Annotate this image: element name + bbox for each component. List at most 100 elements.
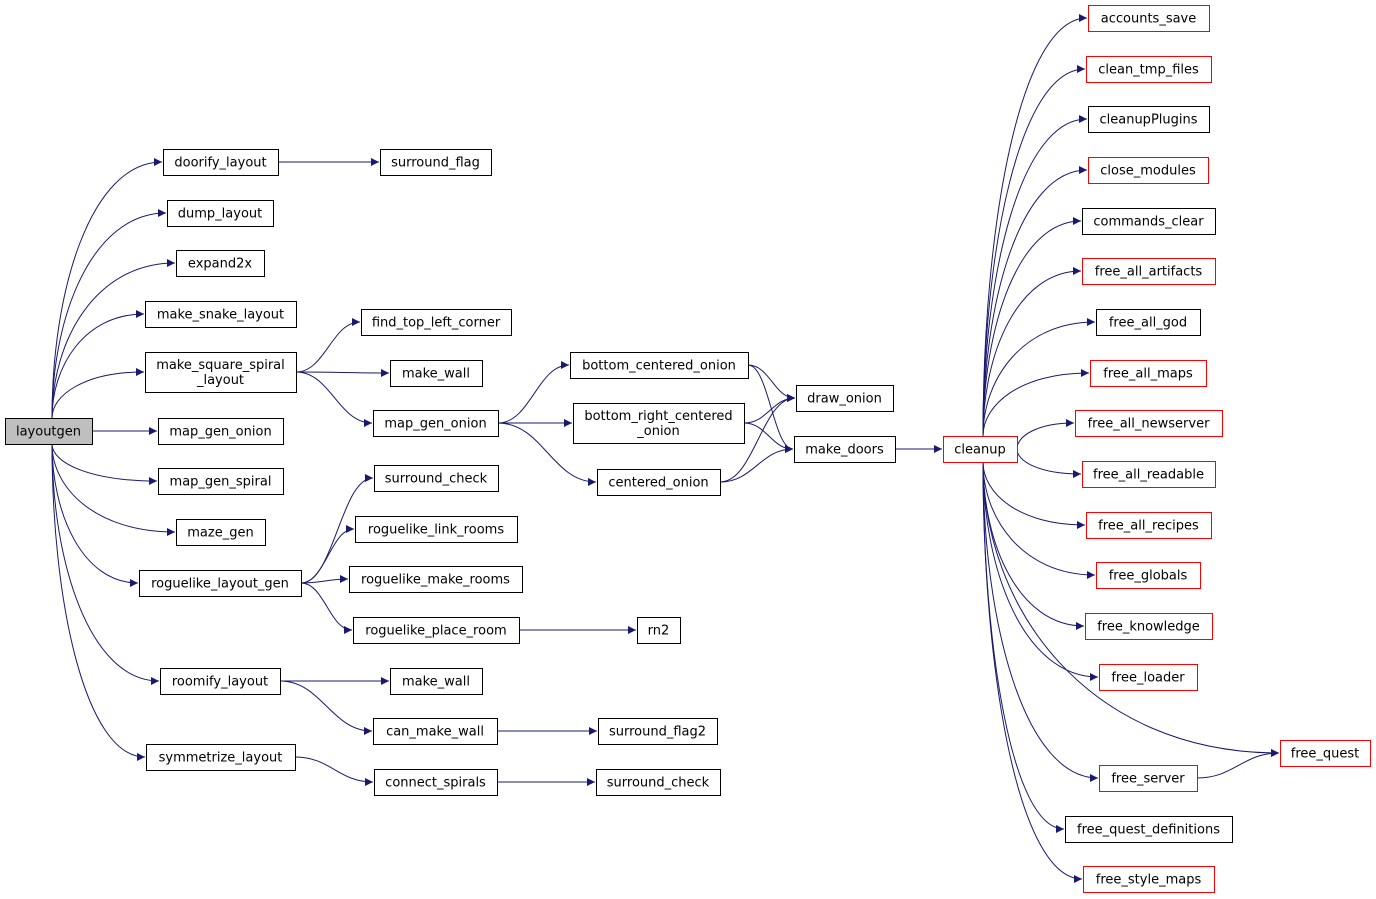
edge-make-square-spiral-layout-to-find-top-left-corner — [295, 318, 361, 373]
node-map-gen-spiral[interactable]: map_gen_spiral — [158, 468, 284, 495]
node-label: make_wall — [402, 675, 470, 690]
node-box — [1086, 512, 1212, 539]
node-label: draw_onion — [807, 392, 882, 407]
node-centered-onion[interactable]: centered_onion — [597, 469, 721, 496]
node-box — [349, 566, 523, 593]
node-roguelike-place-room[interactable]: roguelike_place_room — [353, 617, 520, 644]
node-close-modules[interactable]: close_modules — [1088, 157, 1209, 184]
node-label: roguelike_place_room — [365, 624, 506, 639]
node-commands-clear[interactable]: commands_clear — [1082, 208, 1216, 235]
node-label: map_gen_onion — [169, 425, 271, 440]
node-free-all-god[interactable]: free_all_god — [1096, 309, 1201, 336]
node-surround-flag[interactable]: surround_flag — [380, 149, 492, 176]
node-free-all-readable[interactable]: free_all_readable — [1082, 461, 1216, 488]
node-label: rn2 — [648, 624, 670, 639]
node-cleanup[interactable]: cleanup — [943, 436, 1018, 463]
node-bottom-centered-onion[interactable]: bottom_centered_onion — [570, 352, 749, 379]
node-box — [373, 718, 498, 745]
node-label: accounts_save — [1101, 12, 1197, 27]
node-connect-spirals[interactable]: connect_spirals — [374, 769, 498, 796]
node-free-quest[interactable]: free_quest — [1280, 740, 1371, 767]
node-make-square-spiral-layout[interactable]: make_square_spiral_layout — [145, 352, 297, 393]
node-box — [380, 149, 492, 176]
node-layoutgen[interactable]: layoutgen — [5, 418, 93, 445]
edge-roguelike-layout-gen-to-roguelike-place-room — [300, 582, 353, 634]
node-free-loader[interactable]: free_loader — [1099, 664, 1198, 691]
node-box — [163, 149, 279, 176]
edge-cleanup-to-free-all-god — [982, 318, 1096, 437]
node-box — [796, 385, 894, 412]
node-free-all-artifacts[interactable]: free_all_artifacts — [1082, 258, 1216, 285]
node-roguelike-layout-gen[interactable]: roguelike_layout_gen — [139, 570, 302, 597]
node-map-gen-onion[interactable]: map_gen_onion — [158, 418, 284, 445]
node-roguelike-link-rooms[interactable]: roguelike_link_rooms — [355, 516, 518, 543]
node-symmetrize-layout[interactable]: symmetrize_layout — [146, 744, 296, 771]
node-maze-gen[interactable]: maze_gen — [176, 519, 266, 546]
node-box — [1086, 56, 1212, 83]
node-roguelike-make-rooms[interactable]: roguelike_make_rooms — [349, 566, 523, 593]
node-box — [145, 352, 297, 393]
node-box — [1096, 562, 1201, 589]
node-make-doors[interactable]: make_doors — [794, 436, 896, 463]
edge-layoutgen-to-make-square-spiral-layout — [51, 368, 145, 419]
edge-roguelike-layout-gen-to-roguelike-make-rooms — [300, 575, 349, 584]
node-box — [1088, 157, 1209, 184]
node-free-quest-definitions[interactable]: free_quest_definitions — [1065, 816, 1233, 843]
node-label: cleanup — [954, 443, 1005, 458]
node-box — [573, 403, 745, 444]
node-surround-check-1[interactable]: surround_check — [374, 465, 499, 492]
edge-map-gen-onion-2-to-bottom-centered-onion — [497, 361, 570, 424]
node-label: free_all_readable — [1093, 468, 1204, 483]
node-free-server[interactable]: free_server — [1099, 765, 1198, 792]
edge-cleanup-to-free-quest-definitions — [982, 461, 1065, 833]
node-label: surround_flag2 — [609, 725, 706, 740]
node-find-top-left-corner[interactable]: find_top_left_corner — [361, 309, 512, 336]
node-rn2[interactable]: rn2 — [637, 617, 681, 644]
node-box — [1085, 613, 1213, 640]
node-label: expand2x — [188, 257, 252, 272]
node-free-all-recipes[interactable]: free_all_recipes — [1086, 512, 1212, 539]
node-free-globals[interactable]: free_globals — [1096, 562, 1201, 589]
node-roomify-layout[interactable]: roomify_layout — [160, 668, 281, 695]
node-box — [390, 360, 483, 387]
node-clean-tmp-files[interactable]: clean_tmp_files — [1086, 56, 1212, 83]
node-dump-layout[interactable]: dump_layout — [167, 200, 274, 227]
node-map-gen-onion-2[interactable]: map_gen_onion — [373, 410, 499, 437]
node-make-wall-1[interactable]: make_wall — [390, 360, 483, 387]
node-label: cleanupPlugins — [1099, 113, 1197, 128]
node-free-all-newserver[interactable]: free_all_newserver — [1075, 410, 1223, 437]
node-draw-onion[interactable]: draw_onion — [796, 385, 894, 412]
edge-roguelike-layout-gen-to-roguelike-link-rooms — [300, 525, 355, 584]
node-bottom-right-centered-onion[interactable]: bottom_right_centered_onion — [573, 403, 745, 444]
edge-symmetrize-layout-to-connect-spirals — [294, 756, 374, 786]
node-label: find_top_left_corner — [372, 316, 501, 331]
node-box — [176, 250, 265, 277]
node-label: layoutgen — [16, 425, 81, 440]
node-box — [390, 668, 483, 695]
edge-layoutgen-to-doorify-layout — [51, 158, 163, 419]
node-box — [1083, 866, 1215, 893]
node-label: surround_check — [385, 472, 488, 487]
node-free-all-maps[interactable]: free_all_maps — [1090, 360, 1207, 387]
node-accounts-save[interactable]: accounts_save — [1088, 5, 1210, 32]
node-label: map_gen_onion — [384, 417, 486, 432]
node-make-snake-layout[interactable]: make_snake_layout — [145, 301, 297, 328]
node-free-knowledge[interactable]: free_knowledge — [1085, 613, 1213, 640]
node-doorify-layout[interactable]: doorify_layout — [163, 149, 279, 176]
node-cleanupPlugins[interactable]: cleanupPlugins — [1088, 106, 1210, 133]
node-box — [374, 769, 498, 796]
node-make-wall-2[interactable]: make_wall — [390, 668, 483, 695]
node-can-make-wall[interactable]: can_make_wall — [373, 718, 498, 745]
node-label: commands_clear — [1093, 215, 1204, 230]
node-surround-check-2[interactable]: surround_check — [596, 769, 721, 796]
node-free-style-maps[interactable]: free_style_maps — [1083, 866, 1215, 893]
node-label: symmetrize_layout — [159, 751, 283, 766]
edge-cleanup-to-free-knowledge — [982, 461, 1085, 630]
node-surround-flag2[interactable]: surround_flag2 — [598, 718, 718, 745]
node-label: free_quest_definitions — [1077, 823, 1220, 838]
node-label: can_make_wall — [386, 725, 484, 740]
node-expand2x[interactable]: expand2x — [176, 250, 265, 277]
node-box — [361, 309, 512, 336]
node-box — [1082, 461, 1216, 488]
